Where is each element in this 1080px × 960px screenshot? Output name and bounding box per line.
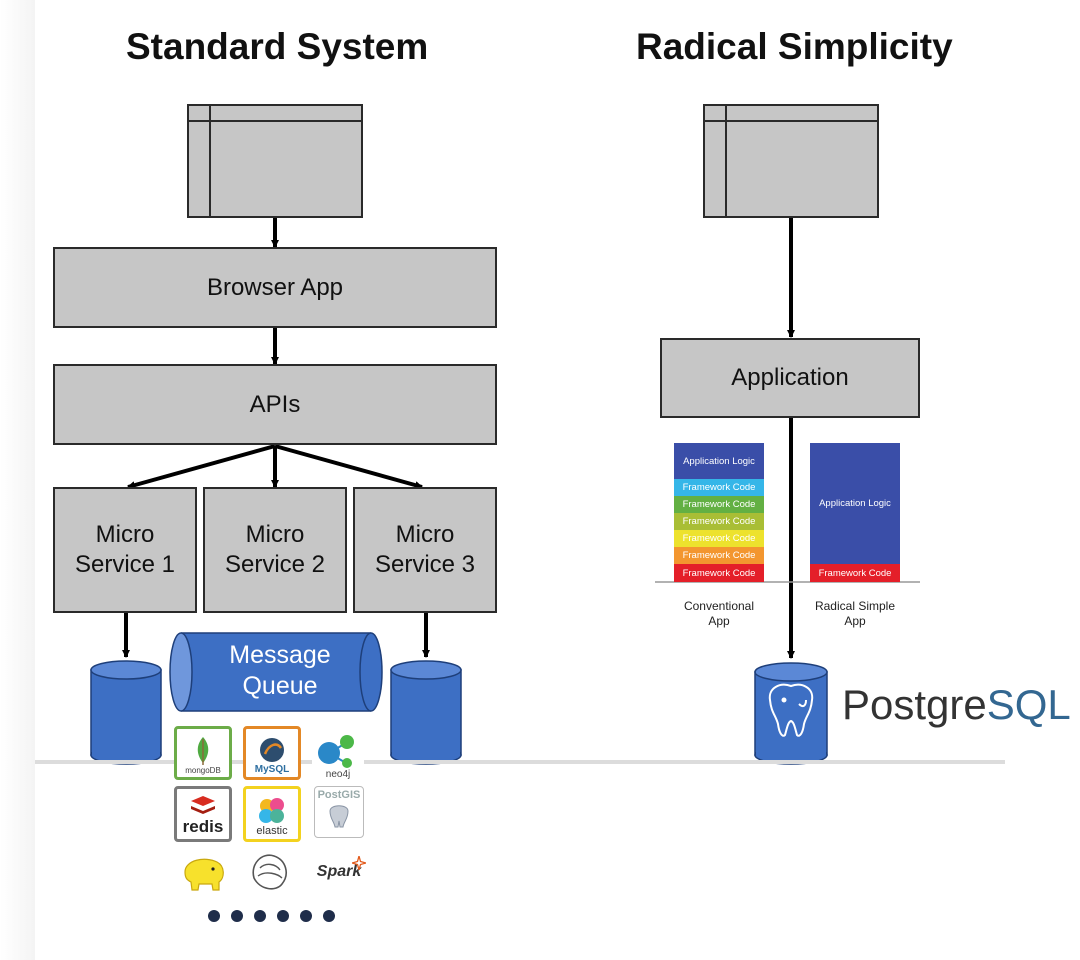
postgresql-wordmark-part2: SQL bbox=[986, 681, 1071, 728]
conventional-label-line1: Conventional bbox=[683, 599, 755, 613]
hadoop-elephant-icon bbox=[184, 858, 224, 891]
postgresql-wordmark-part1: Postgre bbox=[842, 681, 987, 728]
postgres-database bbox=[754, 662, 828, 765]
conventional-app-label: Conventional App bbox=[664, 599, 774, 629]
elastic-flower-icon bbox=[259, 798, 284, 823]
radical-stack-segment: Application Logic bbox=[810, 443, 900, 564]
arrow-apis-to-service1 bbox=[127, 444, 276, 489]
conventional-stack-segment: Framework Code bbox=[674, 564, 764, 582]
micro-service-3-line1: Micro bbox=[395, 521, 455, 548]
mongodb-logo: mongoDB bbox=[174, 726, 232, 780]
client-window-left bbox=[187, 104, 363, 218]
conventional-stack-segment: Framework Code bbox=[674, 479, 764, 496]
radical-simplicity-title: Radical Simplicity bbox=[636, 26, 953, 67]
ellipsis-dot bbox=[254, 910, 266, 922]
elastic-label: elastic bbox=[256, 825, 288, 837]
ellipsis-dot bbox=[277, 910, 289, 922]
mysql-label: MySQL bbox=[254, 764, 290, 775]
radical-label-line2: App bbox=[844, 614, 866, 628]
micro-service-1-box: Micro Service 1 bbox=[53, 487, 197, 613]
conventional-stack-segment: Application Logic bbox=[674, 443, 764, 479]
micro-service-2-line1: Micro bbox=[245, 521, 305, 548]
mysql-dolphin-icon bbox=[260, 738, 284, 762]
mysql-logo: MySQL bbox=[243, 726, 301, 780]
ellipsis-dot bbox=[231, 910, 243, 922]
browser-app-box: Browser App bbox=[53, 247, 497, 328]
spark-logo: Spark bbox=[310, 856, 368, 890]
application-box: Application bbox=[660, 338, 920, 418]
hive-bee-icon bbox=[252, 854, 287, 890]
micro-service-2-line2: Service 2 bbox=[224, 551, 326, 578]
spark-label: Spark bbox=[316, 863, 362, 880]
micro-service-1-line1: Micro bbox=[95, 521, 155, 548]
mongodb-label: mongoDB bbox=[185, 766, 221, 775]
message-queue-line2: Queue bbox=[242, 672, 318, 700]
radical-stack-segment: Framework Code bbox=[810, 564, 900, 582]
redis-logo: redis bbox=[174, 786, 232, 842]
neo4j-logo: neo4j bbox=[312, 726, 364, 782]
postgresql-wordmark: PostgreSQL bbox=[842, 681, 1071, 729]
hadoop-logo bbox=[178, 850, 230, 896]
conventional-stack-segment: Framework Code bbox=[674, 496, 764, 513]
redis-label: redis bbox=[182, 817, 224, 836]
more-ellipsis bbox=[208, 910, 335, 922]
redis-cube-icon bbox=[191, 796, 215, 814]
micro-service-1-line2: Service 1 bbox=[74, 551, 176, 578]
message-queue-cylinder bbox=[169, 632, 383, 712]
hive-logo bbox=[244, 848, 296, 896]
conventional-label-line2: App bbox=[708, 614, 730, 628]
postgis-logo: PostGIS bbox=[314, 786, 364, 838]
micro-service-3-box: Micro Service 3 bbox=[353, 487, 497, 613]
neo4j-label: neo4j bbox=[325, 769, 351, 780]
apis-box: APIs bbox=[53, 364, 497, 445]
radical-label-line1: Radical Simple bbox=[814, 599, 896, 613]
ellipsis-dot bbox=[300, 910, 312, 922]
message-queue-line1: Message bbox=[229, 641, 331, 669]
postgres-elephant-icon bbox=[768, 683, 814, 737]
spark-star-icon bbox=[352, 856, 366, 870]
ellipsis-dot bbox=[208, 910, 220, 922]
mongodb-leaf-icon bbox=[197, 737, 209, 765]
micro-service-3-line2: Service 3 bbox=[374, 551, 476, 578]
neo4j-graph-icon bbox=[318, 735, 354, 768]
database-left-2 bbox=[390, 660, 462, 765]
radical-simple-app-label: Radical Simple App bbox=[800, 599, 910, 629]
message-queue-label: Message Queue bbox=[205, 640, 355, 702]
postgis-label: PostGIS bbox=[317, 789, 361, 801]
conventional-stack-segment: Framework Code bbox=[674, 530, 764, 547]
conventional-stack-segment: Framework Code bbox=[674, 513, 764, 530]
standard-system-title: Standard System bbox=[126, 26, 429, 67]
arrow-apis-to-service3 bbox=[274, 444, 423, 489]
ellipsis-dot bbox=[323, 910, 335, 922]
micro-service-2-box: Micro Service 2 bbox=[203, 487, 347, 613]
postgis-elephant-icon bbox=[329, 805, 349, 828]
conventional-stack-segment: Framework Code bbox=[674, 547, 764, 564]
database-left-1 bbox=[90, 660, 162, 765]
client-window-right bbox=[703, 104, 879, 218]
left-background-band bbox=[0, 0, 35, 960]
elastic-logo: elastic bbox=[243, 786, 301, 842]
